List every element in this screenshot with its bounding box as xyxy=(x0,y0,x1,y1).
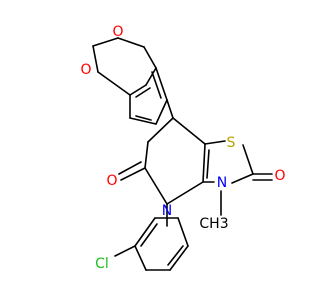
benzodioxole-benzene-ring xyxy=(129,67,168,125)
pyridinone-carbonyl xyxy=(118,161,146,181)
sulfur-label: S xyxy=(227,135,236,151)
oxygen-label-pyridinone: O xyxy=(106,173,117,189)
oxygen-label-thiazolone: O xyxy=(274,168,285,184)
chlorophenyl-ring xyxy=(134,217,189,271)
nitrogen-label-thiazole: N xyxy=(217,175,227,191)
structure-svg: O O S O N CH3 N O Cl xyxy=(80,24,285,272)
pyridinone-ring xyxy=(144,117,210,205)
c-cl-bond xyxy=(114,245,136,257)
oxygen-label-dioxole-top: O xyxy=(112,24,123,40)
molecule-structure-diagram: O O S O N CH3 N O Cl xyxy=(80,24,286,272)
nitrogen-label-pyridinone: N xyxy=(162,203,172,219)
methyl-label: CH3 xyxy=(199,216,228,232)
thiazolone-ring xyxy=(202,140,254,184)
chlorine-label: Cl xyxy=(95,256,109,272)
thiazolone-carbonyl xyxy=(252,173,273,181)
dioxole-ring xyxy=(92,37,157,96)
oxygen-label-dioxole-left: O xyxy=(80,62,91,78)
aryl-link-bond xyxy=(166,99,174,119)
